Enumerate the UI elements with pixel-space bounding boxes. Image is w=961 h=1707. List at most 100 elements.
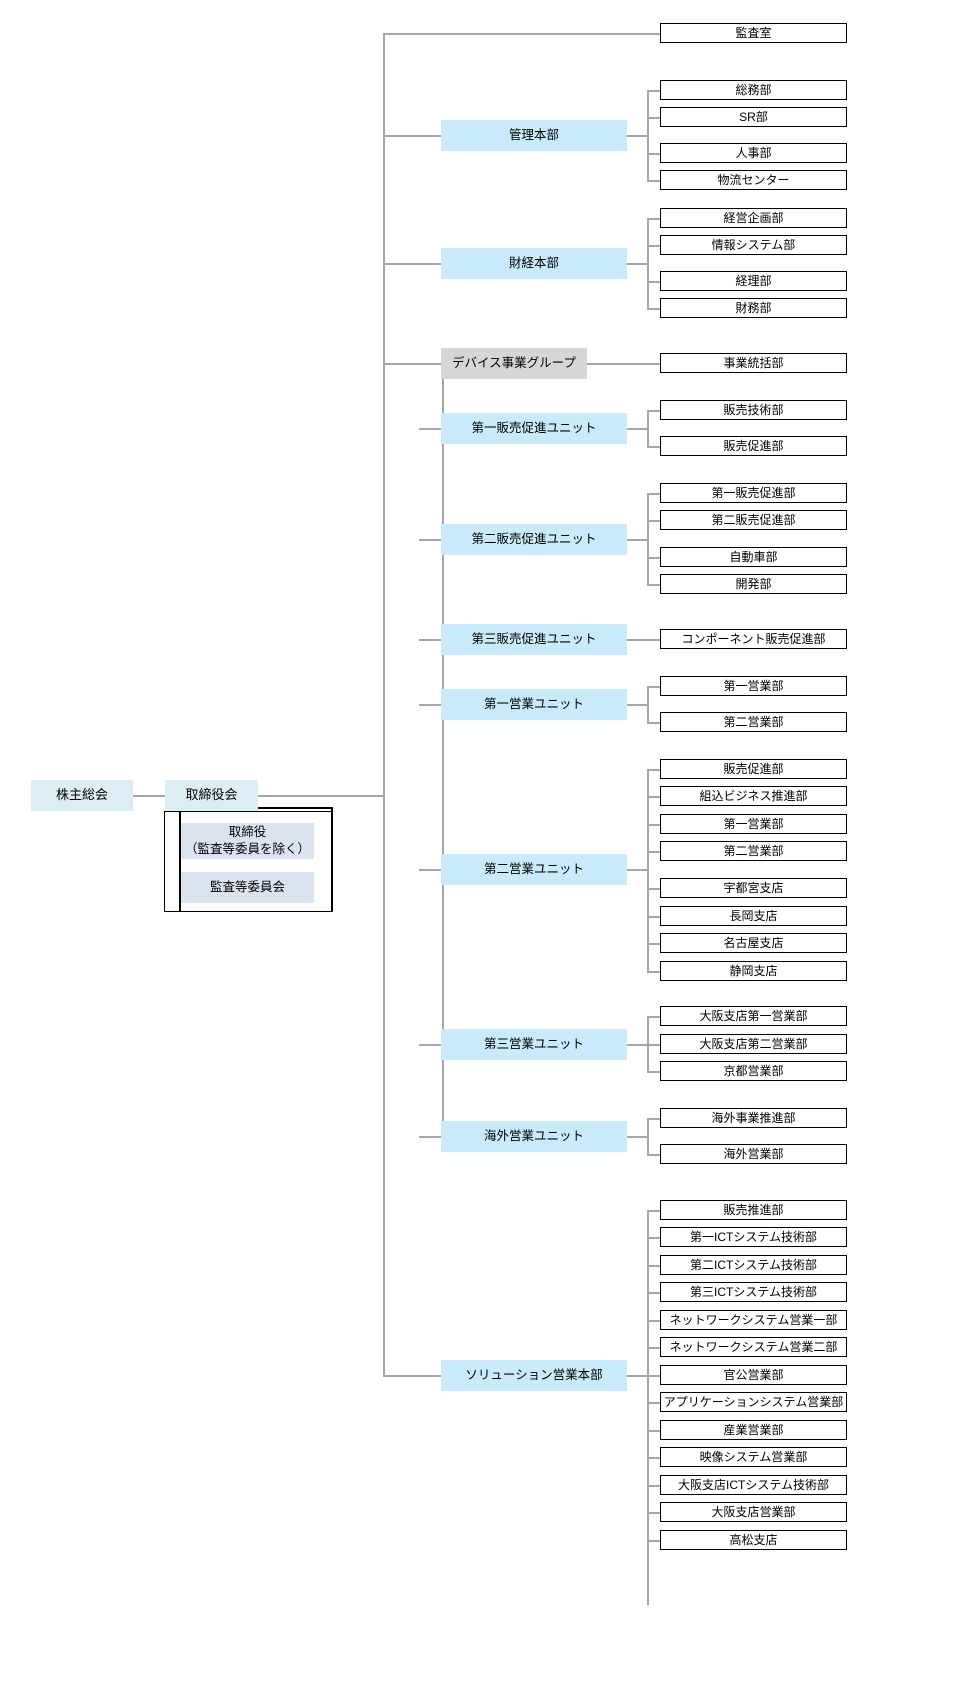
node-sol-dept-1[interactable]: 第一ICTシステム技術部 — [660, 1227, 847, 1247]
connector-finance-hq-out — [626, 263, 648, 265]
node-admin-dept-3[interactable]: 物流センター — [660, 170, 847, 190]
bus-su2 — [647, 769, 649, 972]
node-su2-dept-3[interactable]: 第二営業部 — [660, 841, 847, 861]
connector-spu2-out — [626, 539, 648, 541]
connector-spu2-dept-0 — [647, 493, 661, 495]
node-finance-dept-0[interactable]: 経営企画部 — [660, 208, 847, 228]
node-spu3-dept-0[interactable]: コンポーネント販売促進部 — [660, 629, 847, 649]
connector-su1-dept-0 — [647, 686, 661, 688]
node-su3-dept-0[interactable]: 大阪支店第一営業部 — [660, 1006, 847, 1026]
node-label: 第二販売促進部 — [711, 512, 796, 527]
node-finance-dept-2[interactable]: 経理部 — [660, 271, 847, 291]
node-label: 長岡支店 — [729, 908, 778, 923]
node-label: 組込ビジネス推進部 — [699, 788, 808, 803]
node-label: コンポーネント販売促進部 — [681, 631, 826, 646]
node-sol-dept-7[interactable]: アプリケーションシステム営業部 — [660, 1392, 847, 1412]
connector-su3-dept-1 — [647, 1044, 661, 1046]
connector-su1-out — [626, 704, 648, 706]
node-label: 販売促進部 — [723, 438, 784, 453]
node-board-of-directors[interactable]: 取締役会 — [165, 780, 258, 811]
connector-sol-dept-1 — [647, 1237, 661, 1239]
connector-overseas-out — [626, 1136, 648, 1138]
node-sol-dept-8[interactable]: 産業営業部 — [660, 1420, 847, 1440]
node-admin-dept-2[interactable]: 人事部 — [660, 143, 847, 163]
node-label: 第一営業ユニット — [483, 696, 584, 711]
node-finance-dept-1[interactable]: 情報システム部 — [660, 235, 847, 255]
node-sales-promo-unit-3[interactable]: 第三販売促進ユニット — [441, 624, 627, 655]
connector-sol-dept-2 — [647, 1265, 661, 1267]
node-overseas-sales-unit[interactable]: 海外営業ユニット — [441, 1121, 627, 1152]
node-sol-dept-6[interactable]: 官公営業部 — [660, 1365, 847, 1385]
node-sol-dept-5[interactable]: ネットワークシステム営業二部 — [660, 1337, 847, 1357]
node-shareholders-meeting[interactable]: 株主総会 — [31, 780, 133, 811]
node-su1-dept-0[interactable]: 第一営業部 — [660, 676, 847, 696]
node-overseas-dept-1[interactable]: 海外営業部 — [660, 1144, 847, 1164]
connector-su2-dept-1 — [647, 796, 661, 798]
node-sol-dept-10[interactable]: 大阪支店ICTシステム技術部 — [660, 1475, 847, 1495]
node-spu2-dept-3[interactable]: 開発部 — [660, 574, 847, 594]
node-sales-promo-unit-2[interactable]: 第二販売促進ユニット — [441, 524, 627, 555]
node-sol-dept-0[interactable]: 販売推進部 — [660, 1200, 847, 1220]
node-su2-dept-6[interactable]: 名古屋支店 — [660, 933, 847, 953]
node-spu2-dept-2[interactable]: 自動車部 — [660, 547, 847, 567]
node-audit-committee[interactable]: 監査等委員会 — [181, 872, 314, 903]
node-sol-dept-12[interactable]: 高松支店 — [660, 1530, 847, 1550]
node-sol-dept-3[interactable]: 第三ICTシステム技術部 — [660, 1282, 847, 1302]
node-directors[interactable]: 取締役 （監査等委員を除く） — [181, 823, 314, 859]
node-sol-dept-4[interactable]: ネットワークシステム営業一部 — [660, 1310, 847, 1330]
node-sales-unit-1[interactable]: 第一営業ユニット — [441, 689, 627, 720]
node-device-group[interactable]: デバイス事業グループ — [441, 348, 587, 379]
connector-board-committee-right-top — [258, 807, 332, 809]
node-sol-dept-9[interactable]: 映像システム営業部 — [660, 1447, 847, 1467]
node-sales-promo-unit-1[interactable]: 第一販売促進ユニット — [441, 413, 627, 444]
node-spu2-dept-0[interactable]: 第一販売促進部 — [660, 483, 847, 503]
node-spu1-dept-1[interactable]: 販売促進部 — [660, 436, 847, 456]
node-su2-dept-2[interactable]: 第一営業部 — [660, 814, 847, 834]
connector-admin-dept-1 — [647, 117, 661, 119]
node-label: ネットワークシステム営業一部 — [669, 1312, 838, 1327]
node-admin-dept-0[interactable]: 総務部 — [660, 80, 847, 100]
node-sales-unit-3[interactable]: 第三営業ユニット — [441, 1029, 627, 1060]
connector-su3-out — [626, 1044, 648, 1046]
node-overseas-dept-0[interactable]: 海外事業推進部 — [660, 1108, 847, 1128]
node-su2-dept-5[interactable]: 長岡支店 — [660, 906, 847, 926]
node-label: 自動車部 — [729, 549, 778, 564]
connector-overseas-dept-0 — [647, 1118, 661, 1120]
node-spu1-dept-0[interactable]: 販売技術部 — [660, 400, 847, 420]
node-label: 産業営業部 — [723, 1422, 784, 1437]
node-sol-dept-2[interactable]: 第二ICTシステム技術部 — [660, 1255, 847, 1275]
node-label: 第二営業部 — [723, 843, 784, 858]
node-label: 第一ICTシステム技術部 — [690, 1229, 817, 1244]
node-su2-dept-1[interactable]: 組込ビジネス推進部 — [660, 786, 847, 806]
node-label: 大阪支店営業部 — [711, 1504, 796, 1519]
connector-unit-sales-2 — [419, 869, 442, 871]
bus-admin-hq — [647, 90, 649, 181]
node-su1-dept-1[interactable]: 第二営業部 — [660, 712, 847, 732]
node-label: 販売技術部 — [723, 402, 784, 417]
node-spu2-dept-1[interactable]: 第二販売促進部 — [660, 510, 847, 530]
connector-admin-dept-3 — [647, 180, 661, 182]
node-finance-dept-3[interactable]: 財務部 — [660, 298, 847, 318]
node-finance-hq[interactable]: 財経本部 — [441, 248, 627, 279]
connector-admin-dept-2 — [647, 153, 661, 155]
node-label: 映像システム営業部 — [699, 1449, 808, 1464]
node-su2-dept-7[interactable]: 静岡支店 — [660, 961, 847, 981]
node-audit-office[interactable]: 監査室 — [660, 23, 847, 43]
node-admin-dept-1[interactable]: SR部 — [660, 107, 847, 127]
connector-sol-dept-12 — [647, 1540, 661, 1542]
node-su3-dept-2[interactable]: 京都営業部 — [660, 1061, 847, 1081]
node-su2-dept-0[interactable]: 販売促進部 — [660, 759, 847, 779]
node-su2-dept-4[interactable]: 宇都宮支店 — [660, 878, 847, 898]
connector-unit-sales-1 — [419, 704, 442, 706]
connector-su2-dept-4 — [647, 888, 661, 890]
node-su3-dept-1[interactable]: 大阪支店第二営業部 — [660, 1034, 847, 1054]
node-device-group-dept-0[interactable]: 事業統括部 — [660, 353, 847, 373]
node-label: 官公営業部 — [723, 1367, 784, 1382]
connector-spu1-dept-0 — [647, 410, 661, 412]
node-admin-hq[interactable]: 管理本部 — [441, 120, 627, 151]
node-sales-unit-2[interactable]: 第二営業ユニット — [441, 854, 627, 885]
node-solution-sales-hq[interactable]: ソリューション営業本部 — [441, 1360, 627, 1391]
node-label: 株主総会 — [55, 787, 108, 803]
node-sol-dept-11[interactable]: 大阪支店営業部 — [660, 1502, 847, 1522]
